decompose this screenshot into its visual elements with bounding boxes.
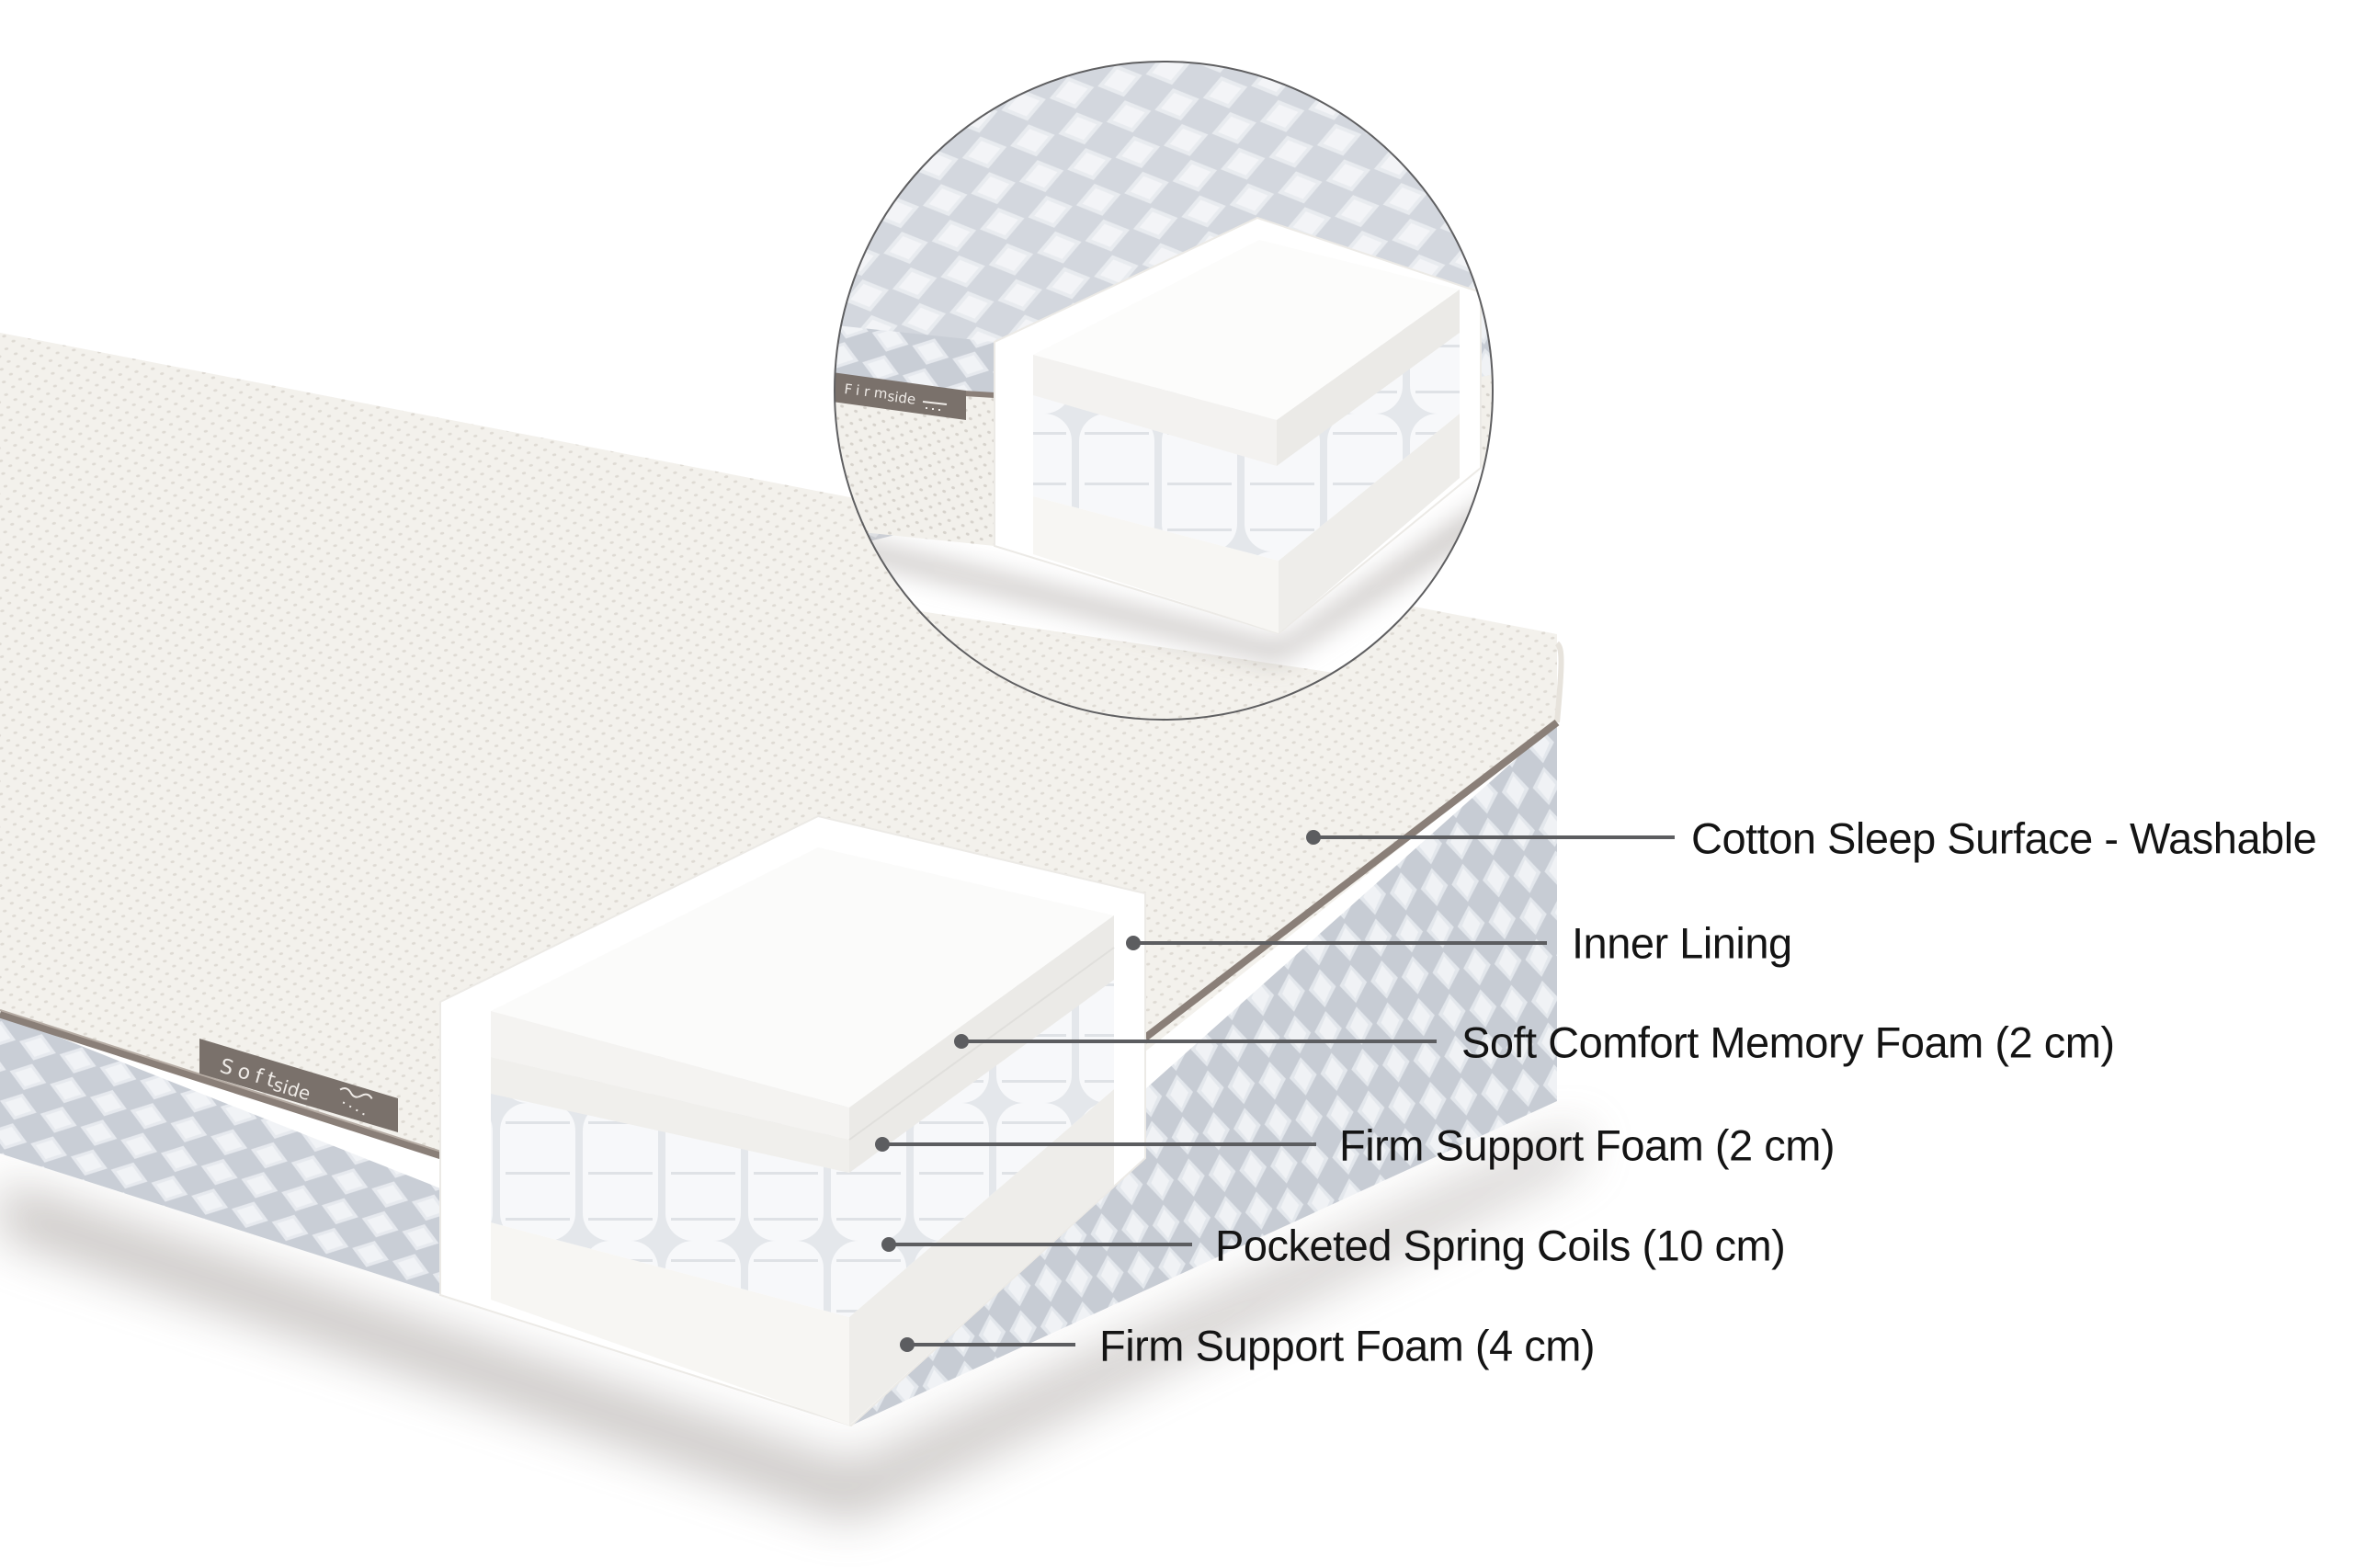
leader-dot-icon	[875, 1137, 890, 1152]
inset-circle-border	[834, 61, 1494, 721]
leader-lines	[875, 830, 1675, 1352]
leader-cotton-sleep-surface	[1306, 830, 1675, 845]
firm-side-tag: Firm side	[835, 372, 966, 420]
mattress-shadow	[0, 1131, 1581, 1517]
zipper-right	[1142, 719, 1560, 1041]
leader-inner-lining	[1126, 936, 1547, 950]
firm-side-tag-word2: side	[887, 388, 917, 408]
leader-soft-comfort-memory-foam	[954, 1034, 1437, 1049]
leader-dot-icon	[1306, 830, 1321, 845]
cutaway-section	[439, 814, 1146, 1427]
leader-dot-icon	[881, 1237, 896, 1252]
soft-dots-icon	[342, 1101, 365, 1116]
base-foam-right	[849, 1089, 1114, 1426]
memory-foam-front	[491, 1011, 849, 1140]
leader-dot-icon	[1126, 936, 1141, 950]
label-inner-lining: Inner Lining	[1572, 918, 1792, 968]
label-firm-support-foam-base: Firm Support Foam (4 cm)	[1099, 1321, 1596, 1370]
label-pocketed-spring-coils: Pocketed Spring Coils (10 cm)	[1215, 1221, 1786, 1270]
mattress-edge-highlight	[1554, 641, 1564, 723]
label-cotton-sleep-surface: Cotton Sleep Surface - Washable	[1691, 813, 2317, 863]
firm-dots-icon	[926, 407, 940, 411]
memory-foam-top-face	[491, 847, 1114, 1108]
leader-firm-support-foam-top	[875, 1137, 1316, 1152]
leader-pocketed-spring-coils	[881, 1237, 1192, 1252]
firm-flat-icon	[922, 401, 948, 405]
label-firm-support-foam-top: Firm Support Foam (2 cm)	[1339, 1120, 1836, 1170]
soft-wave-icon	[339, 1087, 373, 1099]
leader-firm-support-foam-base	[900, 1337, 1075, 1352]
base-foam-front	[491, 1222, 849, 1426]
firm-foam-front	[491, 1057, 849, 1173]
leader-dot-icon	[954, 1034, 969, 1049]
inset-magnifier: Firm side	[834, 61, 1494, 721]
leader-dot-icon	[900, 1337, 915, 1352]
label-soft-comfort-memory-foam: Soft Comfort Memory Foam (2 cm)	[1461, 1017, 2115, 1067]
